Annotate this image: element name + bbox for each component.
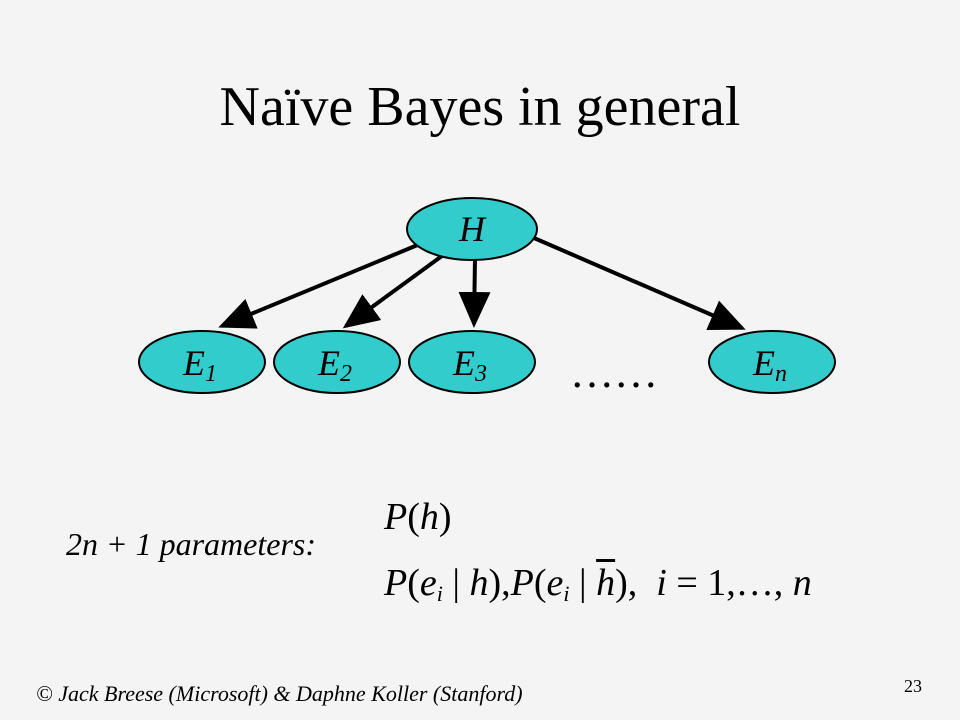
parameters-label: 2n + 1 parameters: [66,526,317,562]
formula-eq: = 1,…, [666,562,793,604]
formula-sub2: i [563,581,570,606]
formula-close1: ), [488,562,511,604]
node-en-shape [708,330,836,394]
formula-bar2: | [569,562,597,604]
edge-h-e3 [458,257,491,328]
formula-e1: e [419,562,437,604]
formula-idx: i [656,562,667,604]
footer-credit: © Jack Breese (Microsoft) & Daphne Kolle… [36,681,523,706]
formula-open2: ( [533,562,547,604]
formula-sub1: i [436,581,443,606]
formula-h1: h [469,562,489,604]
node-h: H [406,197,538,261]
formula-close2: ), [615,562,638,604]
edge-h-e1 [218,242,421,329]
node-e3-label: E3 [452,343,487,387]
node-e2-label: E2 [317,343,352,387]
node-e2: E2 [273,330,401,394]
formula-open1: ( [407,562,420,604]
formula-p1: P [384,562,408,604]
formula-e2: e [546,562,564,604]
page-number: 23 [904,676,922,696]
node-h-shape [406,197,538,261]
node-en-label: En [752,343,787,387]
slide-title: Naïve Bayes in general [219,76,741,138]
ellipsis: …… [570,348,658,397]
node-e1-label: E1 [182,343,217,387]
node-e3: E3 [408,330,536,394]
formula-h: h [419,496,439,538]
formula-close: ) [438,496,452,538]
node-e3-shape [408,330,536,394]
node-e1: E1 [138,330,266,394]
edge-h-en [533,236,746,330]
formula-p: P [384,496,408,538]
formula-h-bar: h [596,562,616,604]
formula-bar1: | [442,562,470,604]
node-e2-shape [273,330,401,394]
formula-likelihoods: P(ei | h),P(ei | h), i = 1,…, n [384,560,812,617]
formula-n: n [792,562,812,604]
formula-p2: P [510,562,534,604]
node-h-label: H [458,209,487,249]
node-en: En [708,330,836,394]
edge-h-e2 [342,251,448,329]
formula-open: ( [407,496,420,538]
formula-prior: P(h) [384,494,452,540]
node-e1-shape [138,330,266,394]
